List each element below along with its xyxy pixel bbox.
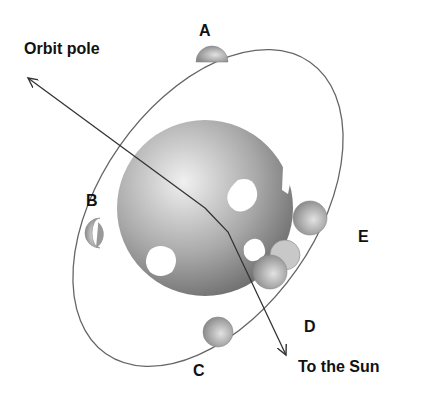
axis-label: Orbit pole <box>24 40 100 58</box>
orbit-position-label: D <box>304 318 316 336</box>
orbit-position-label: C <box>193 362 205 380</box>
orbit-position-label: B <box>86 192 98 210</box>
orbit-position-label: A <box>199 22 211 40</box>
axis-label: To the Sun <box>298 358 379 376</box>
orbit-position-label: E <box>358 228 369 246</box>
moon <box>203 201 327 347</box>
